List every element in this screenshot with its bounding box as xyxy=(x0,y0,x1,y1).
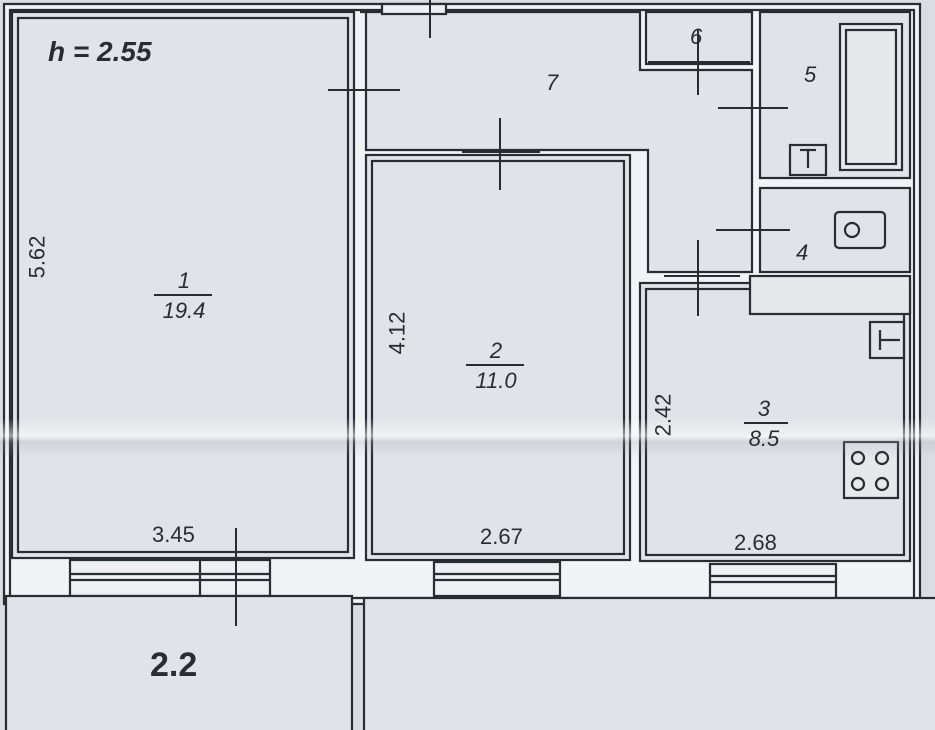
window-top xyxy=(380,2,448,16)
room-1-inner xyxy=(16,16,350,554)
bathtub-inner xyxy=(844,28,898,166)
kitchen-sink xyxy=(868,320,906,360)
paper-fold-crease xyxy=(0,418,935,458)
balcony-outline xyxy=(4,594,354,730)
window-room-1 xyxy=(68,558,272,598)
bathtub xyxy=(838,22,904,172)
kitchen-counter xyxy=(748,274,912,316)
room-2-inner xyxy=(370,159,626,556)
sink-bath xyxy=(788,143,828,177)
lower-room-outline xyxy=(362,596,935,730)
toilet xyxy=(833,210,887,250)
room-7-outline xyxy=(360,10,754,274)
